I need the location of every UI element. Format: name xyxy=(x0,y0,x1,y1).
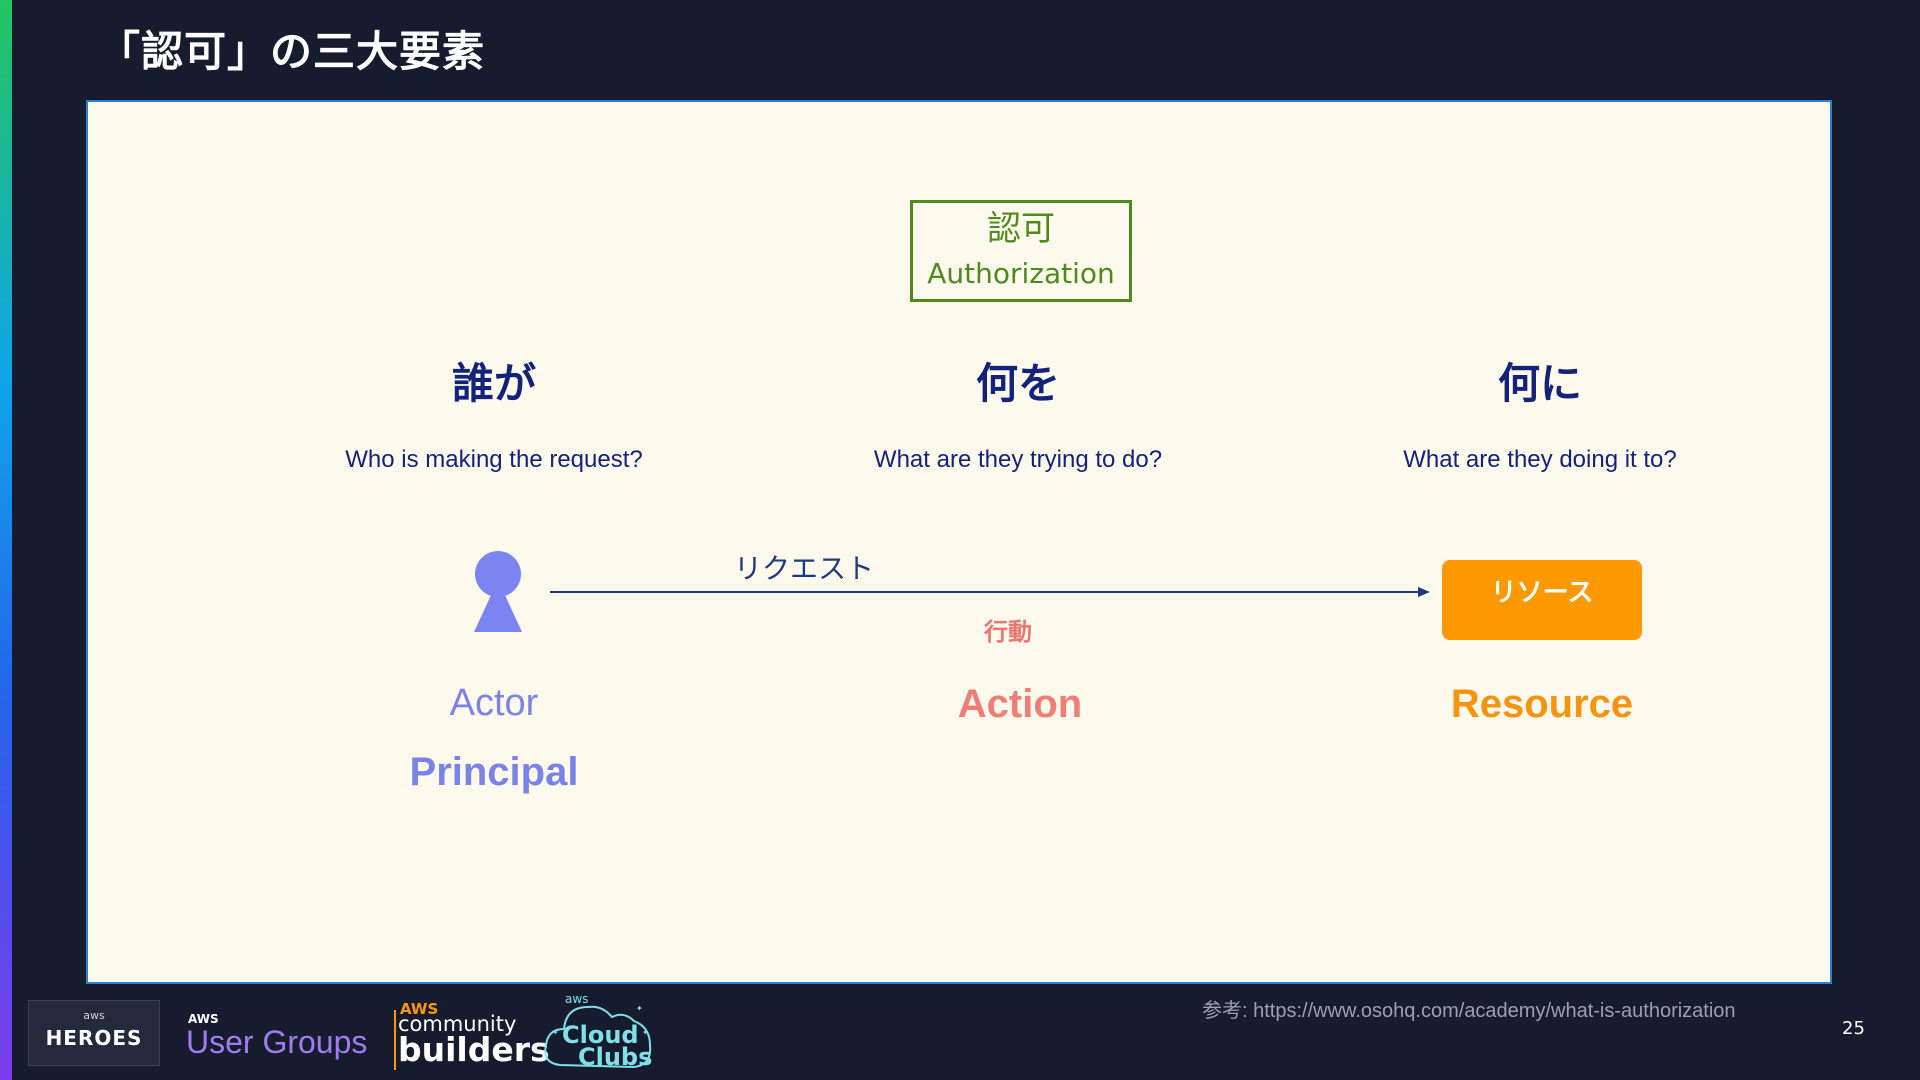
user-groups-aws: AWS xyxy=(188,1012,219,1026)
page-number: 25 xyxy=(1842,1018,1865,1039)
cloud-clubs-aws: aws xyxy=(565,992,589,1006)
question-sub-what: What are they trying to do? xyxy=(873,446,1163,473)
aws-heroes-logo: aws HEROES xyxy=(28,1000,160,1066)
heroes-text: HEROES xyxy=(45,1026,143,1050)
authorization-jp: 認可 xyxy=(987,209,1055,249)
question-heading-who: 誰が xyxy=(451,359,536,408)
cloud-icon: ✦ ✦ ✦ xyxy=(544,1004,652,1069)
cloud-clubs-line1: Cloud xyxy=(562,1021,639,1049)
content-panel: 認可 Authorization 誰が Who is making the re… xyxy=(86,100,1832,984)
action-label: Action xyxy=(957,682,1083,726)
question-heading-to-what: 何に xyxy=(1497,359,1582,408)
question-sub-to-what: What are they doing it to? xyxy=(1403,446,1677,473)
slide-title: 「認可」の三大要素 xyxy=(98,27,486,76)
question-sub-who: Who is making the request? xyxy=(345,446,643,473)
resource-label: Resource xyxy=(1450,682,1634,726)
cloud-clubs-logo: Cloud Clubs xyxy=(562,1021,653,1071)
authorization-en: Authorization xyxy=(927,257,1115,290)
arrow-right-icon xyxy=(550,587,1430,597)
principal-label: Principal xyxy=(409,750,579,794)
community-builders-community: community xyxy=(398,1012,517,1036)
cloud-clubs-line2: Clubs xyxy=(578,1043,653,1071)
community-builders-logo: builders xyxy=(398,1030,550,1069)
svg-text:✦: ✦ xyxy=(552,1028,559,1037)
accent-bar xyxy=(0,0,12,1080)
resource-button[interactable]: リソース xyxy=(1442,560,1642,640)
request-label: リクエスト xyxy=(734,552,875,585)
svg-text:✦: ✦ xyxy=(636,1004,643,1013)
action-label-jp: 行動 xyxy=(984,618,1032,646)
svg-text:✦: ✦ xyxy=(642,1028,649,1037)
user-groups-logo: User Groups xyxy=(186,1024,368,1060)
community-builders-line xyxy=(394,1010,396,1070)
reference-text: 参考: https://www.osohq.com/academy/what-i… xyxy=(1202,1000,1736,1022)
community-builders-aws: AWS xyxy=(400,1000,439,1018)
actor-label: Actor xyxy=(449,682,539,724)
question-heading-what: 何を xyxy=(975,359,1060,408)
heroes-aws-text: aws xyxy=(83,1009,105,1022)
person-icon xyxy=(474,551,522,632)
authorization-box: 認可 Authorization xyxy=(910,200,1132,302)
